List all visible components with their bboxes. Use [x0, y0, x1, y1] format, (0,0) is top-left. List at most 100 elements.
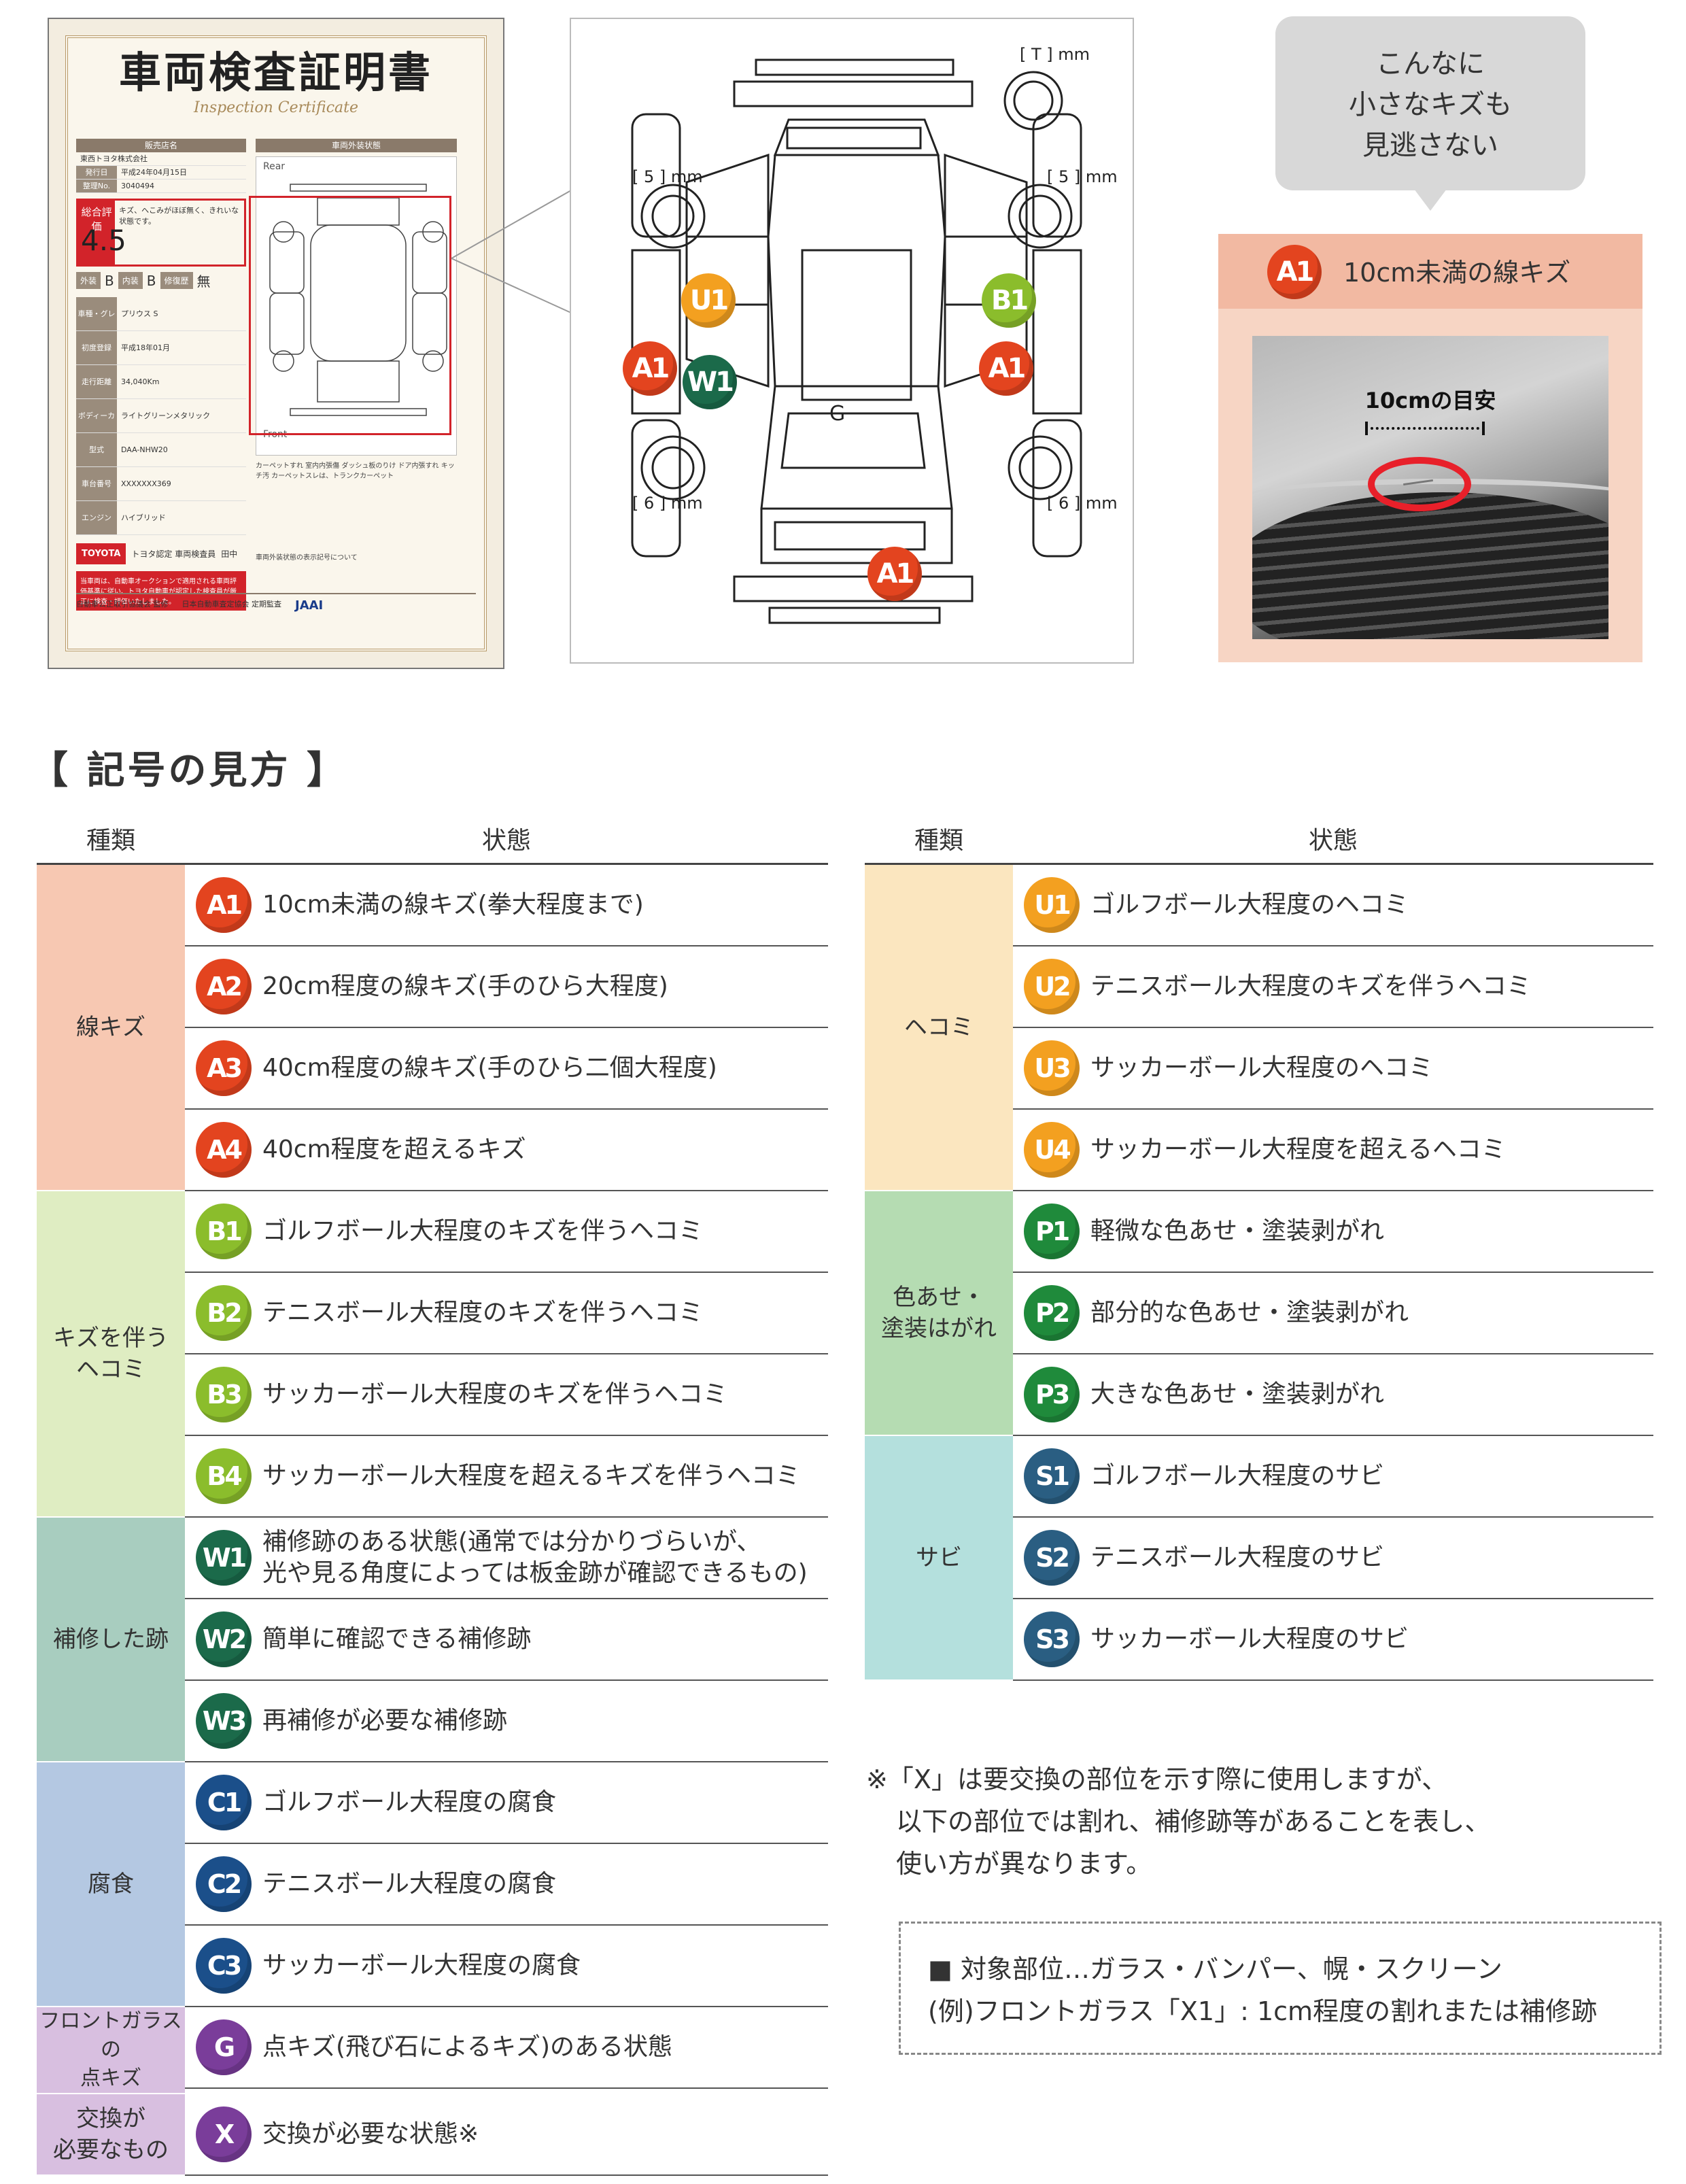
score-box: 総合評価 4.5 キズ、へこみがほぼ無く、きれいな状態です。 — [76, 199, 246, 267]
header-type: 種類 — [914, 826, 963, 855]
certificate-title: 車両検査証明書 — [118, 48, 433, 97]
number-label: 整理No. — [76, 180, 117, 192]
state-text: 大きな色あせ・塗装剥がれ — [1090, 1380, 1385, 1408]
car-damage-diagram: [ T ] mm [ 5 ] mm [ 5 ] mm [ 6 ] mm [ 6 … — [570, 18, 1134, 664]
exterior-grade: B — [105, 272, 114, 289]
box-line: ■ 対象部位…ガラス・バンパー、幌・スクリーン — [928, 1954, 1502, 1984]
number-row: 整理No.3040494 — [76, 180, 246, 193]
score-label: 総合評価 — [78, 201, 116, 265]
row-key: 車台番号 — [76, 467, 117, 500]
code-badge: W2 — [196, 1611, 252, 1667]
footer-mid: 日本自動車査定協会 定期監査 — [182, 600, 282, 609]
code-badge: G — [196, 2019, 252, 2075]
code-badge: S1 — [1024, 1448, 1080, 1504]
inspector-row: TOYOTA トヨタ認定 車両検査員 田中 — [76, 543, 246, 564]
note-line: 使い方が異なります。 — [896, 1849, 1152, 1879]
header-state: 状態 — [481, 826, 531, 855]
row-key: 走行距離 — [76, 365, 117, 398]
legend-row: C3 サッカーボール大程度の腐食 — [185, 1926, 828, 2007]
issue-row: 発行日平成24年04月15日 — [76, 166, 246, 180]
certificate-note: 当車両は、自動車オークションで適用される車両評価基準に従い、トヨタ自動車が認定し… — [76, 571, 246, 611]
inspector-name: 田中 — [221, 549, 238, 559]
state-text: サッカーボール大程度のサビ — [1090, 1625, 1409, 1653]
footer-left: 自動車公正取引協議会 監修 — [76, 600, 169, 609]
mm-right-top-label: [ 5 ] mm — [1047, 167, 1118, 186]
score-value: 4.5 — [81, 224, 126, 257]
inspection-certificate: 車両検査証明書 Inspection Certificate 販売店名 東西トヨ… — [48, 18, 504, 669]
group-label: 交換が 必要なもの — [37, 2094, 185, 2176]
toyota-logo: TOYOTA — [76, 543, 126, 564]
state-text: 再補修が必要な補修跡 — [262, 1707, 508, 1735]
state-text: ゴルフボール大程度のヘコミ — [1090, 891, 1409, 919]
glass-mark: G — [829, 402, 845, 426]
code-badge: B2 — [196, 1285, 252, 1341]
state-text: サッカーボール大程度を超えるキズを伴うヘコミ — [262, 1462, 800, 1490]
row-value: プリウス S — [121, 309, 158, 318]
note-line: 以下の部位では割れ、補修跡等があることを表し、 — [896, 1807, 1491, 1837]
row-value: 34,040Km — [121, 377, 160, 386]
code-badge: C3 — [196, 1938, 252, 1994]
legend-row: W2 簡単に確認できる補修跡 — [185, 1599, 828, 1681]
interior-label: 内装 — [118, 272, 143, 289]
header-state: 状態 — [1308, 826, 1358, 855]
state-text: サッカーボール大程度の腐食 — [262, 1951, 581, 1979]
exterior-header: 車両外装状態 — [256, 139, 457, 152]
jaai-logo: JAAI — [295, 598, 324, 613]
row-value: DAA-NHW20 — [121, 445, 168, 454]
state-text: 40cm程度の線キズ(手のひら二個大程度) — [262, 1054, 717, 1082]
group-label: 色あせ・ 塗装はがれ — [865, 1191, 1013, 1436]
note-line: ※「X」は要交換の部位を示す際に使用しますが、 — [866, 1764, 1448, 1794]
vehicle-row: 走行距離 34,040Km — [76, 365, 246, 399]
group-label: ヘコミ — [865, 865, 1013, 1191]
code-badge: P2 — [1024, 1285, 1080, 1341]
state-text: ゴルフボール大程度の腐食 — [262, 1788, 557, 1816]
vehicle-row: 初度登録平成18年01月 — [76, 331, 246, 365]
rear-label: Rear — [263, 161, 286, 172]
row-value: XXXXXXX369 — [121, 479, 171, 488]
header-type: 種類 — [86, 826, 135, 855]
code-badge: A3 — [196, 1040, 252, 1096]
dealer-header: 販売店名 — [76, 139, 246, 152]
group-label: キズを伴う ヘコミ — [37, 1191, 185, 1518]
state-text: 簡単に確認できる補修跡 — [262, 1625, 532, 1653]
exterior-label: 外装 — [76, 272, 101, 289]
ruler-label: 10cmの目安 — [1364, 388, 1496, 413]
group-label: サビ — [865, 1436, 1013, 1681]
state-text: 点キズ(飛び石によるキズ)のある状態 — [262, 2033, 673, 2061]
state-text: ゴルフボール大程度のキズを伴うヘコミ — [262, 1217, 704, 1245]
certificate-diagram-column: 車両外装状態 Rear Front カーペ — [256, 139, 457, 507]
code-badge: U3 — [1024, 1040, 1080, 1096]
example-callout: A1 10cm未満の線キズ 10cmの目安 — [1218, 234, 1642, 662]
dealer-row: 東西トヨタ株式会社 — [76, 152, 246, 166]
mm-left-top-label: [ 5 ] mm — [632, 167, 703, 186]
state-text: テニスボール大程度のキズを伴うヘコミ — [1090, 972, 1532, 1000]
certificate-legend-title: 車両外装状態の表示記号について — [256, 554, 358, 562]
repair-label: 修復歴 — [160, 272, 193, 289]
certificate-subtitle: Inspection Certificate — [193, 99, 359, 116]
